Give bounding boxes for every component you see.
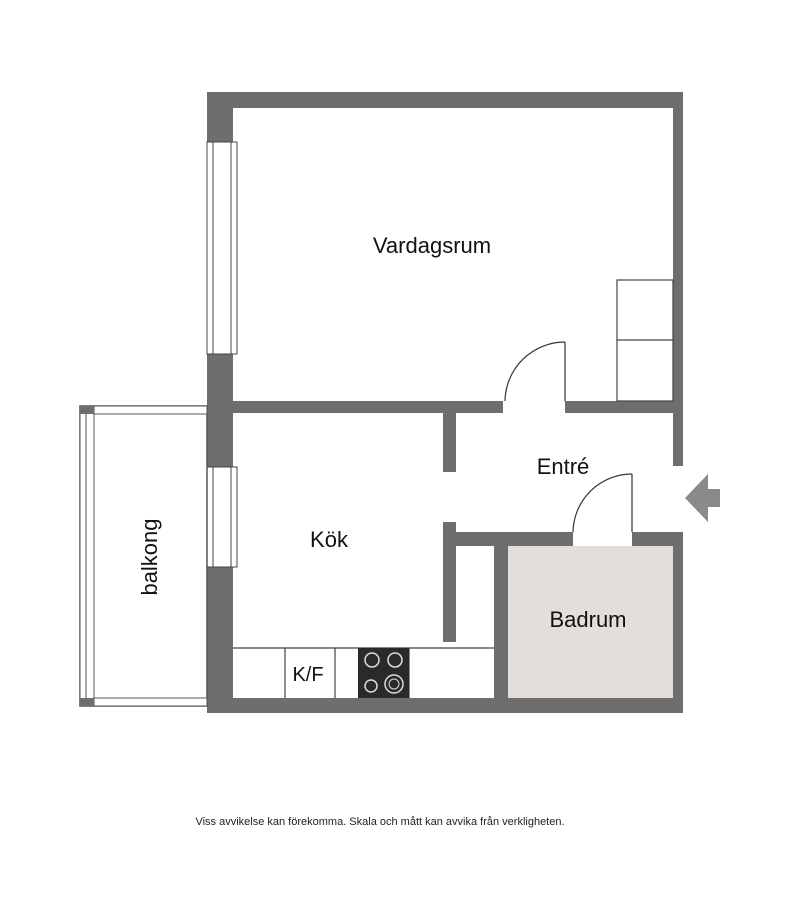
window-kitchen xyxy=(206,466,238,568)
room-label-living: Vardagsrum xyxy=(373,233,491,258)
door-living xyxy=(504,341,566,402)
balcony xyxy=(79,405,208,707)
room-label-entry: Entré xyxy=(537,454,590,479)
door-bathroom xyxy=(572,473,633,533)
bathroom-floor xyxy=(508,546,673,698)
entrance-arrow-icon xyxy=(685,474,720,522)
room-label-balcony: balkong xyxy=(137,518,162,595)
room-label-kitchen: Kök xyxy=(310,527,349,552)
walls xyxy=(207,92,683,713)
disclaimer-text: Viss avvikelse kan förekomma. Skala och … xyxy=(195,816,565,828)
stove-icon xyxy=(358,648,409,698)
wardrobe xyxy=(616,279,674,402)
fixture-label-fridge-freezer: K/F xyxy=(292,664,323,686)
window-living xyxy=(206,141,238,355)
room-label-bathroom: Badrum xyxy=(549,607,626,632)
